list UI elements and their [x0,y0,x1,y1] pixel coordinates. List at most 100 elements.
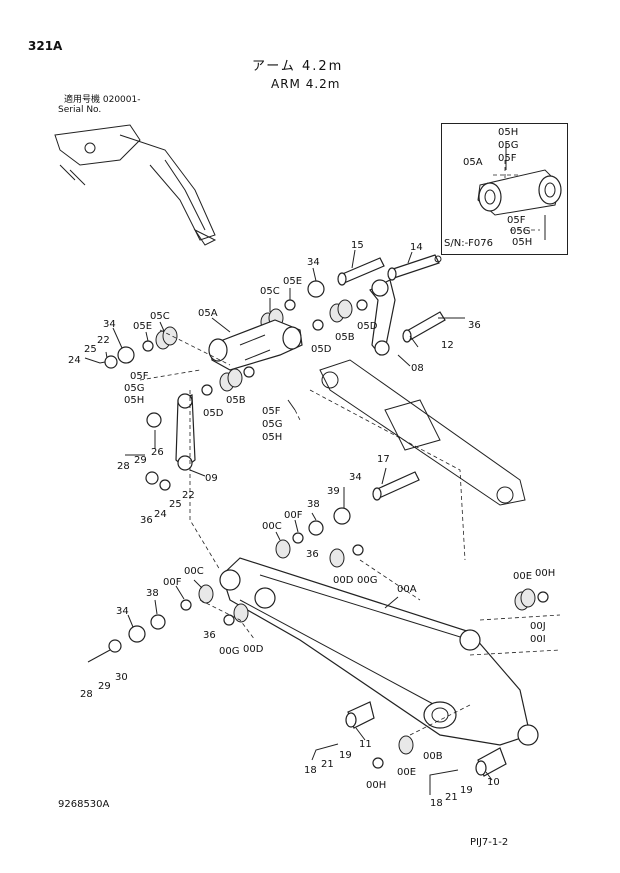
callout-34: 34 [103,319,116,330]
washer-30 [109,640,121,652]
pin-15 [338,258,384,285]
callout-00h: 00H [366,780,387,791]
callout-26: 26 [151,447,164,458]
pin-10 [476,748,506,776]
title-japanese: アーム 4.2m [252,59,344,74]
ring-00g-mid [353,545,363,555]
callout-36: 36 [140,515,153,526]
callout-21: 21 [321,759,334,770]
link-09 [176,394,195,470]
ring-05d-lower2 [244,367,254,377]
callout-05a: 05A [198,308,218,319]
callout-38: 38 [146,588,159,599]
callout-00g: 00G [357,575,378,586]
callout-05d: 05D [203,408,224,419]
inset-label-05f-top: 05F [498,153,517,164]
machine-overview-sketch [55,125,215,245]
pin-12 [403,312,445,342]
ring-22-lower [160,480,170,490]
bushing-00c-mid [276,540,290,558]
bushing-05b-right [330,300,352,322]
callout-18: 18 [430,798,443,809]
callout-00f: 00F [284,510,303,521]
callout-00f: 00F [163,577,182,588]
ring-05d-right [313,320,323,330]
leader-lines [85,250,492,795]
callout-08: 08 [411,363,424,374]
ring-34-top [308,281,324,297]
callout-12: 12 [441,340,454,351]
bushing-00d-mid [330,549,344,567]
bushing-00e-right [515,589,535,610]
callout-00e: 00E [513,571,533,582]
callout-00c: 00C [262,521,282,532]
callout-05e: 05E [133,321,153,332]
callout-05c: 05C [150,311,170,322]
inset-serial-note: S/N:-F076 [444,238,494,249]
assembly-dashed-lines [140,330,560,735]
callout-00c: 00C [184,566,204,577]
ring-38-left [151,615,165,629]
callout-34: 34 [116,606,129,617]
callout-00d: 00D [243,644,264,655]
callout-11: 11 [359,739,372,750]
sheet-reference: PIJ7-1-2 [470,837,509,848]
bushing-00c-left [199,585,213,603]
ring-05e-upper [285,300,295,310]
callout-22: 22 [182,490,195,501]
pin-11 [346,702,374,728]
title-english: ARM 4.2m [271,77,341,91]
callout-05d: 05D [311,344,332,355]
bushing-00d-left [234,604,248,622]
callout-00a: 00A [397,584,417,595]
callout-30: 30 [115,672,128,683]
callout-00b: 00B [423,751,443,762]
callout-21: 21 [445,792,458,803]
callout-29: 29 [98,681,111,692]
callout-00d: 00D [333,575,354,586]
ring-26 [147,413,161,427]
callout-05b: 05B [335,332,355,343]
ring-34-left [118,347,134,363]
callout-19: 19 [460,785,473,796]
page-code: 321A [28,39,63,53]
pin-17 [373,472,419,500]
inset-label-05g-bottom: 05G [510,226,531,237]
callout-36: 36 [468,320,481,331]
callout-39: 39 [327,486,340,497]
ring-00h-lower [373,758,383,768]
callout-00i: 00I [530,634,546,645]
callout-34: 34 [349,472,362,483]
callout-10: 10 [487,777,500,788]
ring-00h-right [538,592,548,602]
ring-00g-left [224,615,234,625]
ring-05d-far [357,300,367,310]
callout-05e: 05E [283,276,303,287]
serial-label-en: Serial No. [58,105,102,115]
callout-05g: 05G [262,419,283,430]
pin-14 [388,255,441,280]
callout-05h: 05H [262,432,283,443]
callout-00g: 00G [219,646,240,657]
callout-05h: 05H [124,395,145,406]
callout-36: 36 [203,630,216,641]
callout-05g: 05G [124,383,145,394]
callout-22: 22 [97,335,110,346]
callout-25: 25 [84,344,97,355]
callout-05f: 05F [262,406,281,417]
callout-15: 15 [351,240,364,251]
bushing-05c-left [156,327,177,349]
callout-29: 29 [134,455,147,466]
callout-00e: 00E [397,767,417,778]
ring-05e-left [143,341,153,351]
callout-00j: 00J [530,621,546,632]
callout-14: 14 [410,242,423,253]
inset-arm-sketch [478,143,561,240]
callout-17: 17 [377,454,390,465]
callout-28: 28 [117,461,130,472]
callout-38: 38 [307,499,320,510]
callout-05d: 05D [357,321,378,332]
drawing-number: 9268530A [58,799,110,810]
inset-box [441,123,568,255]
link-08 [370,280,395,355]
